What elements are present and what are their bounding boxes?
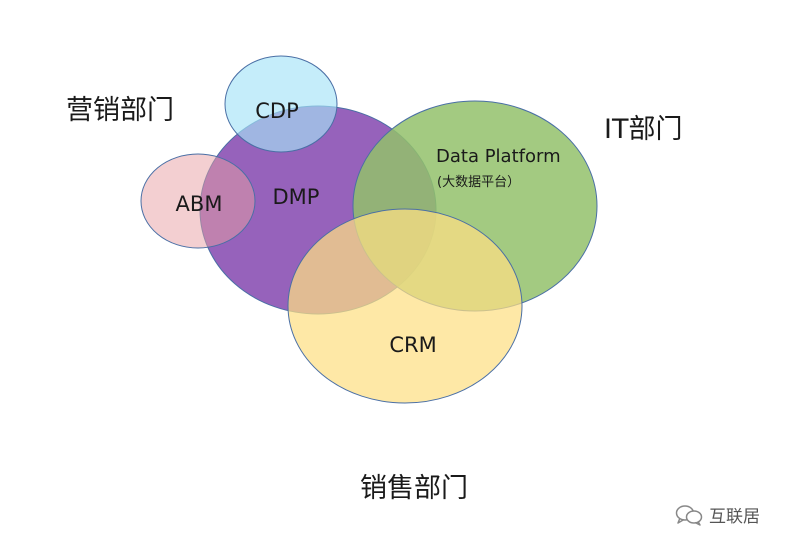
it-department-label: IT部门 (604, 114, 683, 145)
data-platform-label: Data Platform (436, 146, 561, 167)
cdp-label: CDP (255, 99, 299, 123)
crm-label: CRM (389, 333, 436, 357)
crm-ellipse (287, 208, 523, 404)
chat-bubbles-icon (675, 504, 703, 526)
abm-label: ABM (176, 192, 223, 216)
data-platform-sublabel: (大数据平台） (437, 175, 520, 190)
sales-department-label: 销售部门 (360, 473, 468, 504)
marketing-department-label: 营销部门 (66, 95, 174, 126)
abm-ellipse (140, 153, 256, 249)
watermark: 互联居 (675, 502, 760, 527)
cdp-ellipse (224, 55, 338, 153)
watermark-text: 互联居 (709, 507, 760, 527)
dmp-label: DMP (273, 185, 320, 209)
